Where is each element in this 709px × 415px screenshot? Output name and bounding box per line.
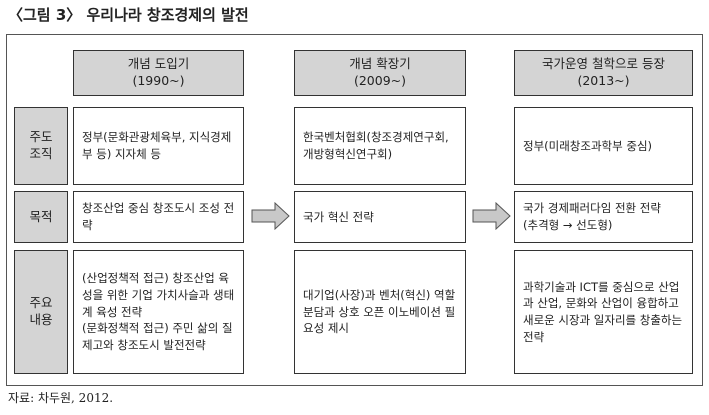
cell-intro-content: (산업정책적 접근) 창조산업 육성을 위한 기업 가치사슬과 생태계 육성 전… [73,250,244,374]
column-header-1: 개념 도입기 (1990~) [73,50,244,96]
right-arrow-icon [472,202,511,230]
cell-expansion-content: 대기업(사장)과 벤처(혁신) 역할분담과 상호 오픈 이노베이션 필요성 제시 [294,250,466,374]
column-header-2: 개념 확장기 (2009~) [294,50,466,96]
cell-philosophy-purpose: 국가 경제패러다임 전환 전략 (추격형 → 선도형) [514,191,693,243]
cell-philosophy-organization: 정부(미래창조과학부 중심) [514,107,693,185]
cell-philosophy-content: 과학기술과 ICT를 중심으로 산업과 산업, 문화와 산업이 융합하고 새로운… [514,250,693,374]
cell-intro-purpose: 창조산업 중심 창조도시 조성 전략 [73,191,244,243]
column-header-1-name: 개념 도입기 [127,56,190,72]
column-header-3: 국가운영 철학으로 등장 (2013~) [514,50,693,96]
column-header-3-period: (2013~) [577,73,630,88]
column-header-3-name: 국가운영 철학으로 등장 [542,56,665,72]
source-note: 자료: 차두원, 2012. [8,391,114,405]
row-label-organization: 주도 조직 [14,107,68,185]
cell-intro-organization: 정부(문화관광체육부, 지식경제부 등) 지자체 등 [73,107,244,185]
cell-expansion-organization: 한국벤처협회(창조경제연구회, 개방형혁신연구회) [294,107,466,185]
cell-expansion-purpose: 국가 혁신 전략 [294,191,466,243]
row-label-purpose: 목적 [14,191,68,243]
column-header-2-name: 개념 확장기 [349,56,411,72]
column-header-2-period: (2009~) [353,73,407,88]
column-header-1-period: (1990~) [132,73,185,88]
row-label-content: 주요 내용 [14,250,68,374]
right-arrow-icon [251,202,290,230]
figure-title: 〈그림 3〉 우리나라 창조경제의 발전 [8,6,249,24]
